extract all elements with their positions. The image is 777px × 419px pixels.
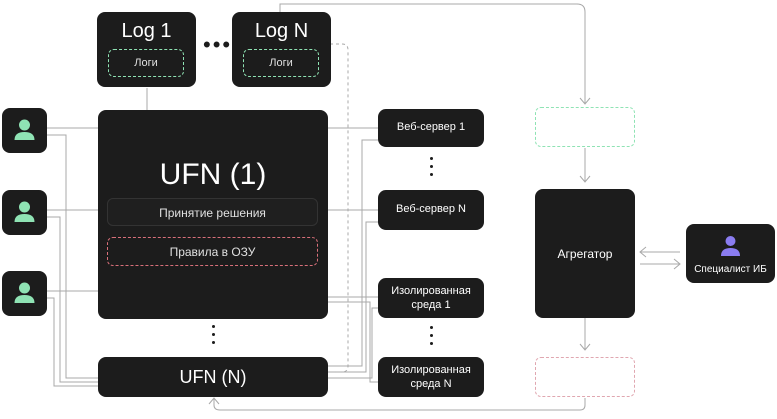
isolated-env-n-line1: Изолированная (391, 364, 471, 376)
user-node-1 (2, 108, 47, 153)
log-1-sub: Логи (134, 57, 158, 69)
user-icon (14, 119, 35, 140)
specialist-label: Специалист ИБ (694, 264, 767, 275)
log-1-sub-frame: Логи (108, 49, 184, 77)
aggregator-label: Агрегатор (557, 247, 613, 261)
rules-output-placeholder (535, 357, 635, 397)
ufn-main-title: UFN (1) (159, 158, 267, 191)
specialist-node: Специалист ИБ (686, 224, 775, 283)
rules-frame: Правила в ОЗУ (107, 237, 318, 266)
user-icon (14, 282, 35, 303)
isolated-ellipsis (430, 326, 434, 350)
ufn-n-node: UFN (N) (98, 357, 328, 397)
user-node-3 (2, 271, 47, 316)
ufn-n-title: UFN (N) (179, 367, 247, 387)
web-server-n-label: Веб-сервер N (396, 203, 466, 215)
decision-label: Принятие решения (159, 206, 266, 220)
decision-frame: Принятие решения (107, 198, 318, 226)
log-n-title: Log N (254, 20, 309, 42)
log-n-sub: Логи (269, 57, 293, 69)
ufn-ellipsis (212, 325, 216, 349)
web-server-1-label: Веб-сервер 1 (396, 121, 466, 133)
isolated-env-n-node: Изолированная среда N (378, 357, 484, 397)
log-1-node: Log 1 Логи (97, 12, 196, 87)
aggregator-node: Агрегатор (535, 189, 635, 318)
isolated-env-1-line2: среда 1 (411, 299, 451, 311)
log-1-title: Log 1 (121, 20, 172, 42)
user-node-2 (2, 190, 47, 235)
log-ellipsis: ••• (203, 32, 233, 57)
ufn-main-node: UFN (1) Принятие решения Правила в ОЗУ (98, 110, 328, 319)
web-server-1-node: Веб-сервер 1 (378, 109, 484, 147)
web-ellipsis (430, 157, 434, 181)
isolated-env-1-line1: Изолированная (391, 285, 471, 297)
log-collector-placeholder (535, 107, 635, 147)
log-n-sub-frame: Логи (243, 49, 319, 77)
isolated-env-n-line2: среда N (410, 378, 452, 390)
log-n-node: Log N Логи (232, 12, 331, 87)
web-server-n-node: Веб-сервер N (378, 190, 484, 230)
user-icon (14, 201, 35, 222)
specialist-icon (721, 236, 740, 256)
isolated-env-1-node: Изолированная среда 1 (378, 278, 484, 318)
rules-label: Правила в ОЗУ (169, 245, 256, 259)
